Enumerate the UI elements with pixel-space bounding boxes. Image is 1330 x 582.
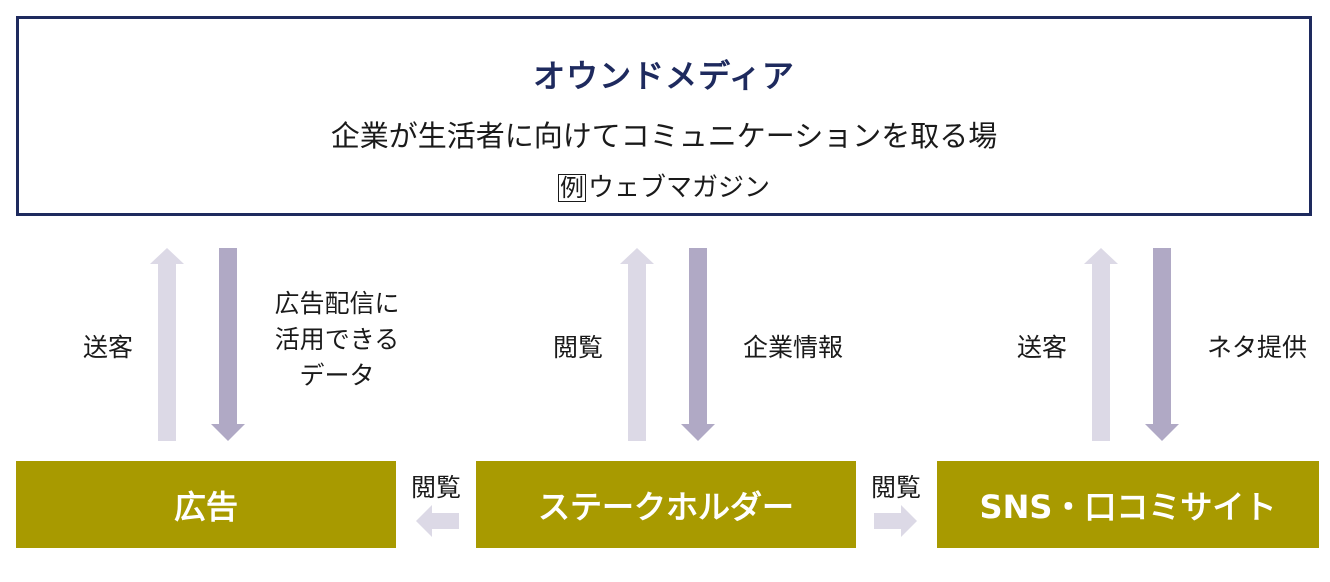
label-stakeholder-to-sns: 閲覧 xyxy=(870,473,921,502)
arrow-sns-up xyxy=(1084,248,1118,441)
arrow-sns-down xyxy=(1145,248,1179,441)
arrow-ad-down xyxy=(211,248,245,441)
label-stakeholder-down: 企業情報 xyxy=(742,333,843,362)
arrow-stakeholder-to-ad xyxy=(416,505,459,537)
owned-media-title: オウンドメディア xyxy=(533,57,795,95)
example-mark: 例 xyxy=(557,174,586,202)
example-text: ウェブマガジン xyxy=(587,173,770,203)
node-ad: 広告 xyxy=(16,461,396,548)
label-ad-down-line2: 活用できる xyxy=(274,325,400,354)
arrow-stakeholder-down xyxy=(681,248,715,441)
owned-media-description: 企業が生活者に向けてコミュニケーションを取る場 xyxy=(330,119,998,153)
owned-media-example: 例ウェブマガジン xyxy=(19,167,1309,204)
arrow-ad-up xyxy=(150,248,184,441)
owned-media-box: オウンドメディア 企業が生活者に向けてコミュニケーションを取る場 例ウェブマガジ… xyxy=(16,16,1312,216)
label-ad-down-line3: データ xyxy=(299,361,375,390)
label-ad-up: 送客 xyxy=(82,333,133,362)
label-sns-down: ネタ提供 xyxy=(1206,333,1307,362)
arrow-stakeholder-up xyxy=(620,248,654,441)
node-sns: SNS・口コミサイト xyxy=(937,461,1319,548)
node-stakeholder: ステークホルダー xyxy=(476,461,856,548)
label-ad-down: 広告配信に 活用できる データ xyxy=(262,286,412,394)
label-stakeholder-to-ad: 閲覧 xyxy=(410,473,461,502)
label-stakeholder-up: 閲覧 xyxy=(552,333,603,362)
arrow-stakeholder-to-sns xyxy=(874,505,917,537)
label-sns-up: 送客 xyxy=(1016,333,1067,362)
label-ad-down-line1: 広告配信に xyxy=(274,289,400,318)
